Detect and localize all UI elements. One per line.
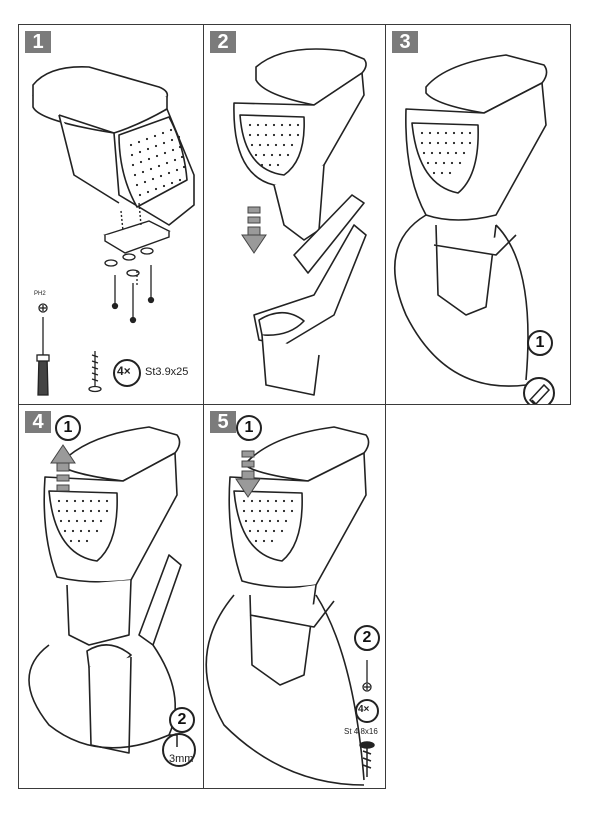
step-number-badge: 4: [25, 411, 51, 433]
up-arrow-icon: [50, 444, 76, 492]
step-callout-number: 1: [527, 330, 553, 356]
drill-step-number: 2: [169, 707, 195, 733]
step-panel-1: 1: [18, 24, 204, 405]
mounting-plate: [103, 202, 171, 254]
down-arrow-icon: [241, 206, 267, 254]
screw-spec-label: St3.9x25: [145, 366, 189, 378]
screws-and-nuts: [104, 247, 155, 324]
pad-perforation-dots: [248, 123, 300, 167]
drill-bit-icon: [169, 734, 178, 747]
pen-icon: [528, 383, 551, 404]
armrest-placement-illustration: [233, 48, 367, 396]
step-number-badge: 2: [210, 31, 236, 53]
screw-spec-label: St 4,8x16: [344, 727, 378, 736]
step-panel-5: 5: [203, 404, 386, 789]
screw-icon: [88, 351, 102, 393]
armrest-secure-illustration: [205, 426, 379, 786]
step-panel-3: 3 1: [385, 24, 571, 405]
armrest-lift-illustration: [28, 426, 196, 767]
lift-step-number: 1: [55, 415, 81, 441]
armrest-mount-illustration: [32, 66, 195, 396]
pad-perforation-dots: [129, 128, 186, 197]
drill-size-label: 3mm: [169, 753, 194, 765]
press-step-number: 1: [236, 415, 262, 441]
screwdriver-label: PH2: [34, 291, 46, 297]
screw-step-number: 2: [354, 625, 380, 651]
pad-perforation-dots: [57, 499, 109, 543]
step-number-badge: 3: [392, 31, 418, 53]
down-arrow-icon: [235, 450, 261, 498]
armrest-attach-illustration: [394, 54, 555, 404]
screw-count-circle: [113, 359, 141, 387]
step-number-badge: 5: [210, 411, 236, 433]
screw-count-label: 4×: [117, 364, 131, 378]
step-panel-2: 2: [203, 24, 386, 405]
screw-count-label: 4×: [358, 704, 370, 715]
step-panel-4: 4 1 2 3mm: [18, 404, 204, 789]
drill-callout: [162, 733, 196, 767]
screw-count-circle: [355, 699, 379, 723]
screwdriver-bit-icon: [362, 660, 372, 692]
screwdriver-icon: [36, 303, 50, 396]
screw-icon: [359, 741, 375, 777]
step-number-badge: 1: [25, 31, 51, 53]
pad-perforation-dots: [420, 131, 472, 175]
pad-perforation-dots: [242, 499, 294, 543]
